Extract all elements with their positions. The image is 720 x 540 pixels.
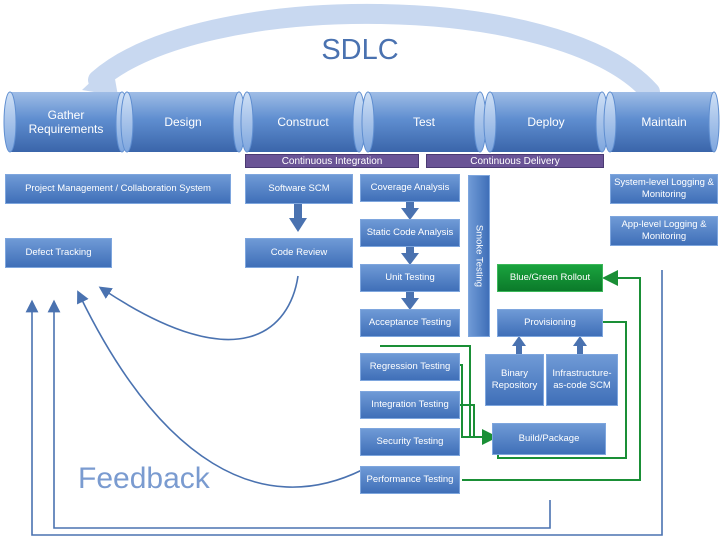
software-scm-box: Software SCM [245,174,353,204]
feedback-lines [25,270,663,536]
app-level-logging-box: App-level Logging & Monitoring [610,216,718,246]
defect-tracking-box: Defect Tracking [5,238,112,268]
coverage-analysis-box: Coverage Analysis [360,174,460,202]
phase-label-test: Test [412,115,435,129]
regression-testing-box: Regression Testing [360,353,460,381]
phase-label-design: Design [164,115,202,129]
smoke-testing-box: Smoke Testing [468,175,490,337]
smoke-testing-label: Smoke Testing [473,224,485,288]
continuous-integration-bar: Continuous Integration [245,154,419,168]
system-level-logging-box: System-level Logging & Monitoring [610,174,718,204]
cylinder-gather-requirements [3,91,129,153]
integration-testing-box: Integration Testing [360,391,460,419]
delivery-lines [380,270,641,481]
performance-testing-box: Performance Testing [360,466,460,494]
test-chain-arrows [401,200,419,310]
cylinder-construct [240,91,366,153]
phase-label-construct: Construct [277,115,329,129]
security-testing-box: Security Testing [360,428,460,456]
provisioning-box: Provisioning [497,309,603,337]
phase-label-gather-requirements: Gather Requirements [28,108,104,136]
acceptance-testing-box: Acceptance Testing [360,309,460,337]
binary-repository-box: Binary Repository [485,354,544,406]
cylinder-design [120,91,246,153]
feedback-label: Feedback [78,462,210,495]
continuous-delivery-bar: Continuous Delivery [426,154,604,168]
deploy-up-arrows [512,336,587,354]
phase-label-deploy: Deploy [527,115,565,129]
blue-green-rollout-box: Blue/Green Rollout [497,264,603,292]
sdlc-cycle-arrow [82,4,660,102]
arrow-scm-to-review [289,204,307,232]
project-management-box: Project Management / Collaboration Syste… [5,174,231,204]
infrastructure-as-code-scm-box: Infrastructure-as-code SCM [546,354,618,406]
cylinder-maintain [603,91,720,153]
code-review-box: Code Review [245,238,353,268]
cylinder-test [361,91,487,153]
build-package-box: Build/Package [492,423,606,455]
static-code-analysis-box: Static Code Analysis [360,219,460,247]
phase-label-maintain: Maintain [641,115,687,129]
diagram-title: SDLC [321,34,399,66]
phase-cylinders [3,91,720,153]
unit-testing-box: Unit Testing [360,264,460,292]
